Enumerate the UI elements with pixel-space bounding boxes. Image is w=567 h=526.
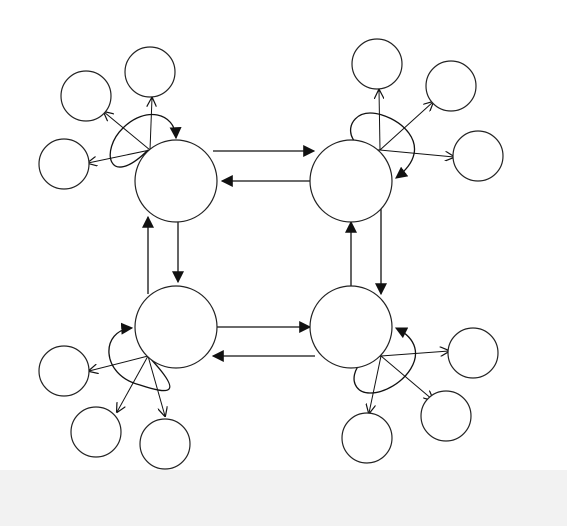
graph-diagram <box>38 38 504 470</box>
node-top-right <box>309 139 393 223</box>
satellite-tl-3 <box>38 138 90 190</box>
satellite-br-1 <box>447 327 499 379</box>
satellite-br-2 <box>420 390 472 442</box>
node-bottom-left <box>134 285 218 369</box>
spoke-tr-2 <box>379 102 433 151</box>
node-bottom-right <box>309 285 393 369</box>
satellite-tr-3 <box>452 130 504 182</box>
spoke-br-1 <box>380 351 449 356</box>
satellite-bl-3 <box>139 418 191 470</box>
spoke-tr-3 <box>379 149 454 157</box>
spoke-bl-2 <box>117 355 149 412</box>
satellite-bl-2 <box>70 406 122 458</box>
spoke-bl-3 <box>147 355 165 416</box>
satellite-tl-2 <box>60 70 112 122</box>
satellite-bl-1 <box>38 345 90 397</box>
node-top-left <box>134 139 218 223</box>
spoke-tr-1 <box>379 90 380 151</box>
satellite-br-3 <box>341 412 393 464</box>
spoke-bl-1 <box>89 355 149 371</box>
satellite-tr-2 <box>425 60 477 112</box>
spoke-br-3 <box>369 355 382 413</box>
diagram-canvas <box>38 38 504 470</box>
spoke-tl-2 <box>104 112 151 151</box>
satellite-tl-1 <box>124 46 176 98</box>
satellite-tr-1 <box>351 38 403 90</box>
spoke-tl-3 <box>88 149 151 163</box>
spoke-br-2 <box>380 355 433 400</box>
bottom-bar <box>0 470 567 526</box>
spoke-tl-1 <box>150 98 152 151</box>
self-loop-bottom-left <box>108 322 171 392</box>
